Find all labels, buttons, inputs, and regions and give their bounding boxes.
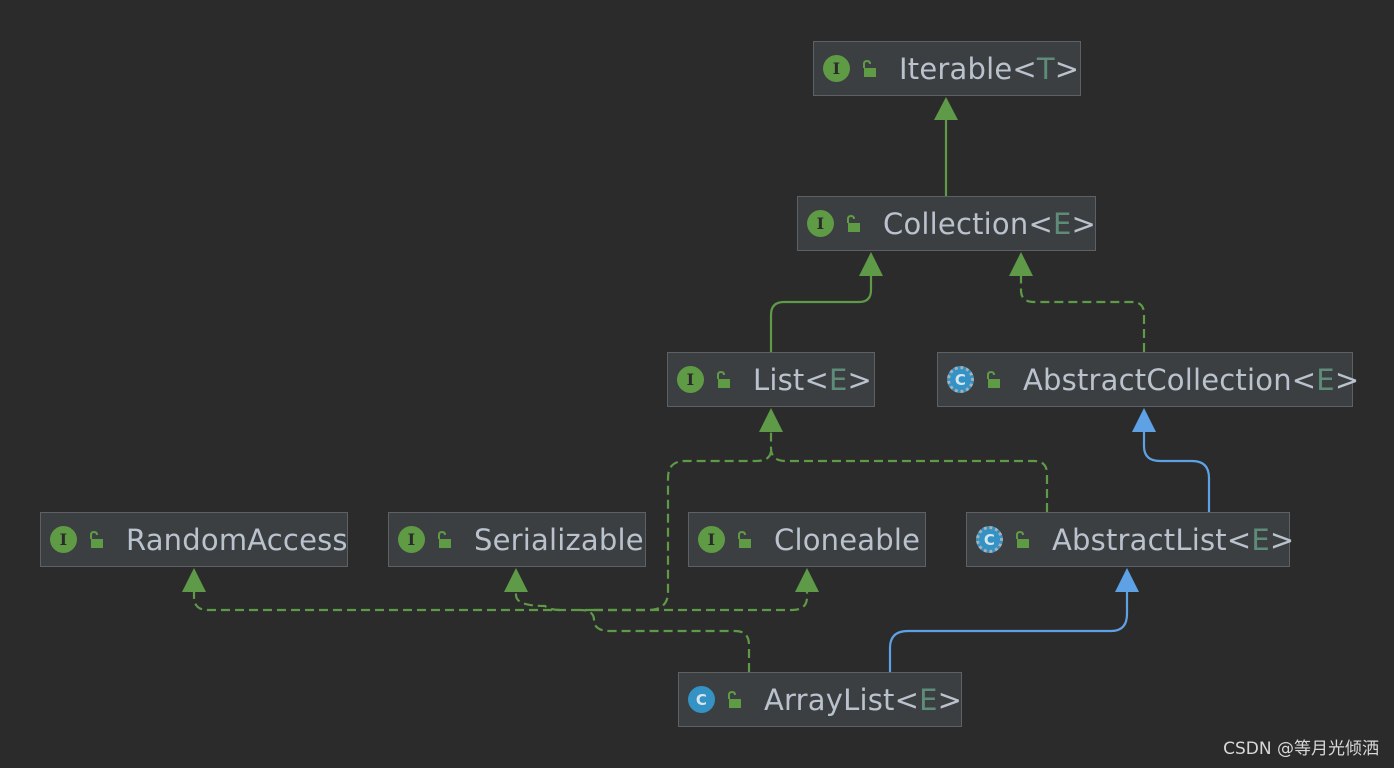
node-label: RandomAccess <box>126 522 348 557</box>
node-iterable[interactable]: I Iterable<T> <box>813 41 1081 96</box>
interface-icon: I <box>807 210 834 237</box>
interface-icon: I <box>677 366 704 393</box>
edge-collection-to-iterable <box>934 97 958 196</box>
type-param-open: < <box>1028 206 1053 241</box>
node-abstract-list[interactable]: C AbstractList<E> <box>966 512 1294 567</box>
class-icon: C <box>688 686 715 713</box>
unlocked-padlock-icon <box>717 370 730 388</box>
node-array-list[interactable]: C ArrayList<E> <box>678 672 962 727</box>
node-label: Iterable <box>899 51 1013 86</box>
type-param-close: > <box>1054 51 1080 86</box>
type-param-close: > <box>937 682 963 717</box>
edge-arraylist-to-serializable <box>504 568 561 612</box>
interface-icon: I <box>50 526 77 553</box>
unlocked-padlock-icon <box>863 59 876 77</box>
type-param: E <box>919 682 938 717</box>
type-param-close: > <box>1071 206 1096 241</box>
unlocked-padlock-icon <box>987 370 1000 388</box>
node-collection[interactable]: I Collection<E> <box>797 196 1096 251</box>
node-list[interactable]: I List<E> <box>667 352 875 407</box>
edge-arraylist-interfaces-trunk <box>579 608 751 672</box>
type-param-open: < <box>804 362 829 397</box>
type-param: E <box>1251 522 1270 557</box>
type-param-open: < <box>894 682 920 717</box>
node-cloneable[interactable]: I Cloneable <box>688 512 926 567</box>
node-label: Cloneable <box>774 522 921 557</box>
edge-arraylist-to-abstractlist <box>888 568 1139 672</box>
type-param: T <box>1036 51 1055 86</box>
type-param-close: > <box>847 362 873 397</box>
edge-arraylist-to-randomaccess <box>182 568 594 612</box>
type-param: E <box>1316 362 1335 397</box>
edge-list-to-collection <box>769 252 883 352</box>
edge-arraylist-to-cloneable <box>594 568 819 612</box>
unlocked-padlock-icon <box>438 530 451 548</box>
node-label: Serializable <box>474 522 644 557</box>
watermark: CSDN @等月光倾洒 <box>1223 739 1379 759</box>
unlocked-padlock-icon <box>90 530 103 548</box>
type-param: E <box>829 362 848 397</box>
abstract-class-icon: C <box>947 366 974 393</box>
unlocked-padlock-icon <box>728 690 741 708</box>
edge-abstractlist-to-abstractcollection <box>1132 408 1211 512</box>
edge-abstractlist-to-list <box>759 408 1049 512</box>
type-param-open: < <box>1226 522 1252 557</box>
node-label: Collection <box>883 206 1029 241</box>
edge-arraylist-to-list <box>594 449 773 612</box>
interface-icon: I <box>398 526 425 553</box>
node-label: List <box>753 362 805 397</box>
type-param-close: > <box>1334 362 1360 397</box>
node-label: AbstractList <box>1052 522 1227 557</box>
unlocked-padlock-icon <box>738 530 751 548</box>
edge-abstractcollection-to-collection <box>1009 252 1146 352</box>
interface-icon: I <box>698 526 725 553</box>
node-label: ArrayList <box>764 682 895 717</box>
node-random-access[interactable]: I RandomAccess <box>40 512 348 567</box>
abstract-class-icon: C <box>976 526 1003 553</box>
type-param-open: < <box>1012 51 1037 86</box>
unlocked-padlock-icon <box>847 214 860 232</box>
unlocked-padlock-icon <box>1016 530 1029 548</box>
node-serializable[interactable]: I Serializable <box>388 512 646 567</box>
node-abstract-collection[interactable]: C AbstractCollection<E> <box>937 352 1359 407</box>
type-param-open: < <box>1291 362 1317 397</box>
type-param-close: > <box>1269 522 1295 557</box>
node-label: AbstractCollection <box>1023 362 1292 397</box>
interface-icon: I <box>823 55 850 82</box>
type-param: E <box>1052 206 1072 241</box>
